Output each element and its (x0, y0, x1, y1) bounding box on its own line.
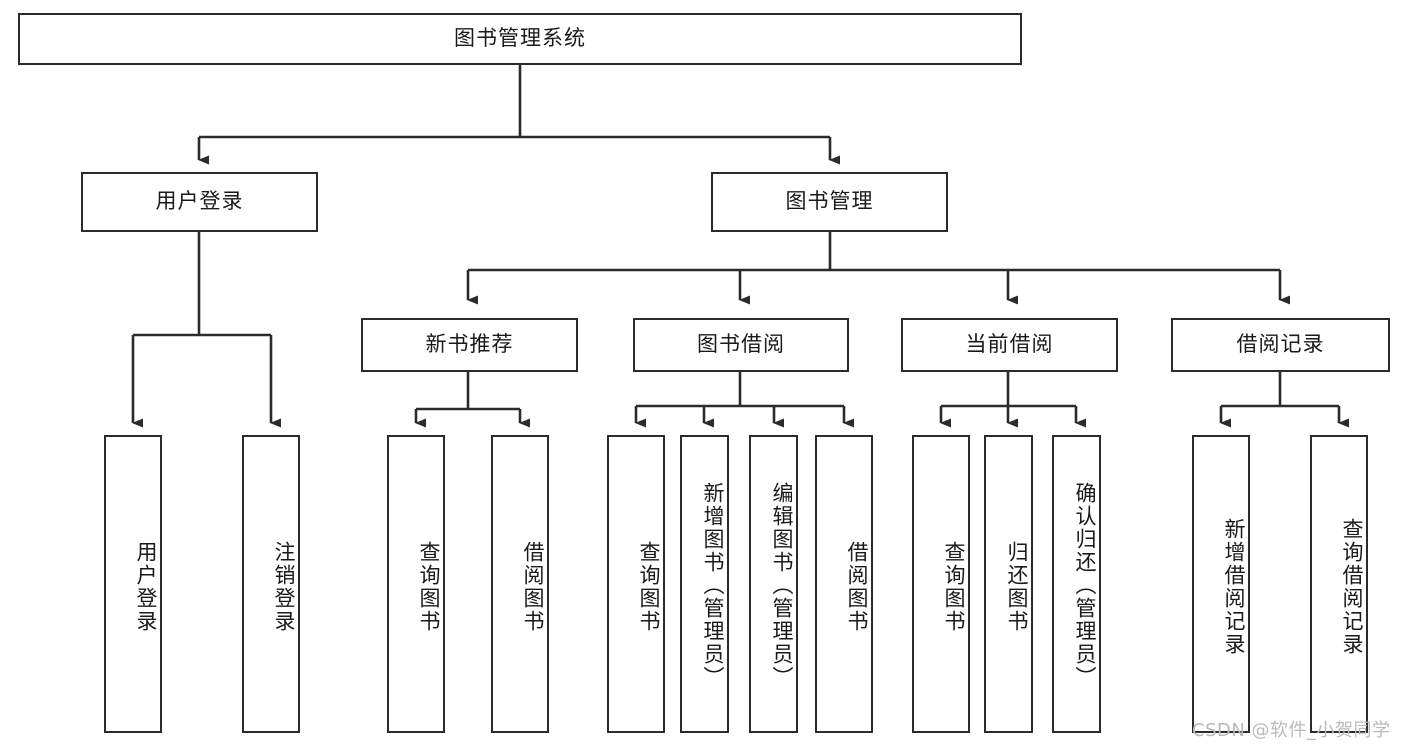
node-leaf-confirm-return[interactable]: 确认归还（管理员） (1052, 435, 1101, 733)
node-leaf-user-logout-label: 注销登录 (272, 541, 296, 633)
node-user-login[interactable]: 用户登录 (81, 172, 318, 232)
node-root[interactable]: 图书管理系统 (18, 13, 1022, 65)
node-leaf-confirm-return-label: 确认归还（管理员） (1073, 481, 1097, 689)
node-leaf-add-record[interactable]: 新增借阅记录 (1192, 435, 1250, 733)
node-book-manage-label: 图书管理 (785, 189, 874, 214)
node-root-label: 图书管理系统 (454, 26, 586, 51)
node-leaf-add-book-label: 新增图书（管理员） (701, 481, 725, 689)
node-new-book-recommend[interactable]: 新书推荐 (361, 318, 578, 372)
node-leaf-query-record[interactable]: 查询借阅记录 (1310, 435, 1368, 733)
node-leaf-borrow-book-1[interactable]: 借阅图书 (491, 435, 549, 733)
node-leaf-user-login-label: 用户登录 (134, 541, 158, 633)
node-leaf-query-record-label: 查询借阅记录 (1340, 518, 1364, 656)
node-leaf-query-book-3[interactable]: 查询图书 (912, 435, 970, 733)
node-new-book-recommend-label: 新书推荐 (425, 332, 514, 357)
node-leaf-borrow-book-2-label: 借阅图书 (845, 541, 869, 633)
node-book-borrow-label: 图书借阅 (697, 332, 785, 357)
node-current-borrow[interactable]: 当前借阅 (901, 318, 1118, 372)
node-leaf-query-book-3-label: 查询图书 (942, 541, 966, 633)
node-leaf-borrow-book-1-label: 借阅图书 (521, 541, 545, 633)
node-leaf-borrow-book-2[interactable]: 借阅图书 (815, 435, 873, 733)
node-book-manage[interactable]: 图书管理 (711, 172, 948, 232)
node-user-login-label: 用户登录 (155, 189, 244, 214)
node-leaf-edit-book-label: 编辑图书（管理员） (770, 481, 794, 689)
node-leaf-query-book-1-label: 查询图书 (417, 541, 441, 633)
node-leaf-query-book-2[interactable]: 查询图书 (607, 435, 665, 733)
node-book-borrow[interactable]: 图书借阅 (633, 318, 849, 372)
node-leaf-return-book-label: 归还图书 (1005, 541, 1029, 633)
node-leaf-add-book[interactable]: 新增图书（管理员） (680, 435, 729, 733)
node-leaf-add-record-label: 新增借阅记录 (1222, 518, 1246, 656)
node-leaf-user-logout[interactable]: 注销登录 (242, 435, 300, 733)
csdn-watermark: CSDN @软件_小贺同学 (1192, 720, 1391, 741)
node-leaf-query-book-2-label: 查询图书 (637, 541, 661, 633)
node-leaf-return-book[interactable]: 归还图书 (984, 435, 1033, 733)
node-current-borrow-label: 当前借阅 (965, 332, 1054, 357)
node-leaf-edit-book[interactable]: 编辑图书（管理员） (749, 435, 798, 733)
node-leaf-user-login[interactable]: 用户登录 (104, 435, 162, 733)
node-borrow-record-label: 借阅记录 (1236, 332, 1325, 357)
node-leaf-query-book-1[interactable]: 查询图书 (387, 435, 445, 733)
node-borrow-record[interactable]: 借阅记录 (1171, 318, 1390, 372)
